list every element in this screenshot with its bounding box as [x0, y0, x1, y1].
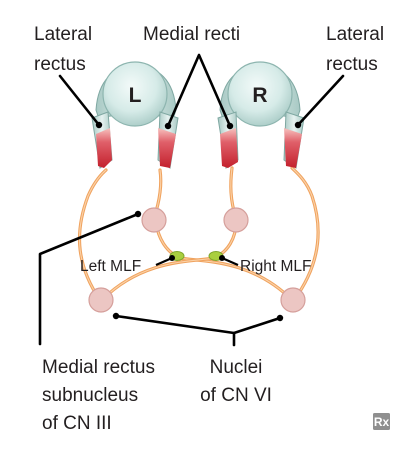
- left-eye-letter: L: [129, 84, 142, 107]
- label-lateral-rectus-right: Lateral rectus: [326, 24, 384, 75]
- left-medial-rectus-muscle: [157, 111, 179, 169]
- pointer-nuclei-cn-vi: [114, 314, 282, 335]
- label-lateral-rectus-left: Lateral rectus: [34, 24, 92, 75]
- svg-text:Lateral: Lateral: [326, 24, 384, 45]
- left-eyeball: [102, 61, 168, 127]
- label-left-mlf: Left MLF: [80, 258, 141, 275]
- rx-logo: Rx: [373, 413, 390, 430]
- pointer-lateral-rectus-right: [296, 74, 345, 127]
- svg-text:of CN III: of CN III: [42, 413, 112, 434]
- right-medial-rectus-subnucleus: [223, 207, 249, 233]
- pointer-medial-rectus-subnucleus: [38, 212, 140, 346]
- svg-text:of CN VI: of CN VI: [200, 385, 272, 406]
- left-cn-vi-nucleus: [88, 287, 114, 313]
- pointer-lines: [38, 53, 345, 347]
- label-nuclei-cn-vi: Nuclei of CN VI: [200, 357, 272, 406]
- svg-text:rectus: rectus: [34, 54, 86, 75]
- svg-text:subnucleus: subnucleus: [42, 385, 138, 406]
- svg-text:Nuclei: Nuclei: [210, 357, 263, 378]
- left-medial-rectus-subnucleus: [141, 207, 167, 233]
- pointer-medial-recti: [166, 53, 232, 128]
- nerve-pathways: [77, 166, 320, 302]
- label-medial-recti: Medial recti: [143, 24, 240, 45]
- svg-text:Medial rectus: Medial rectus: [42, 357, 155, 378]
- right-eyeball: [227, 61, 293, 127]
- nerve-right-cn-vi-to-right-lateral-rectus: [290, 166, 320, 302]
- svg-text:Lateral: Lateral: [34, 24, 92, 45]
- pointer-lateral-rectus-left: [58, 74, 101, 127]
- svg-text:Rx: Rx: [374, 415, 390, 429]
- svg-text:rectus: rectus: [326, 54, 378, 75]
- right-eye: R: [217, 61, 305, 169]
- right-cn-vi-nucleus: [280, 287, 306, 313]
- right-eye-letter: R: [252, 84, 267, 107]
- left-eye: L: [91, 61, 179, 169]
- label-right-mlf: Right MLF: [240, 258, 312, 275]
- label-medial-rectus-subnucleus: Medial rectus subnucleus of CN III: [42, 357, 155, 434]
